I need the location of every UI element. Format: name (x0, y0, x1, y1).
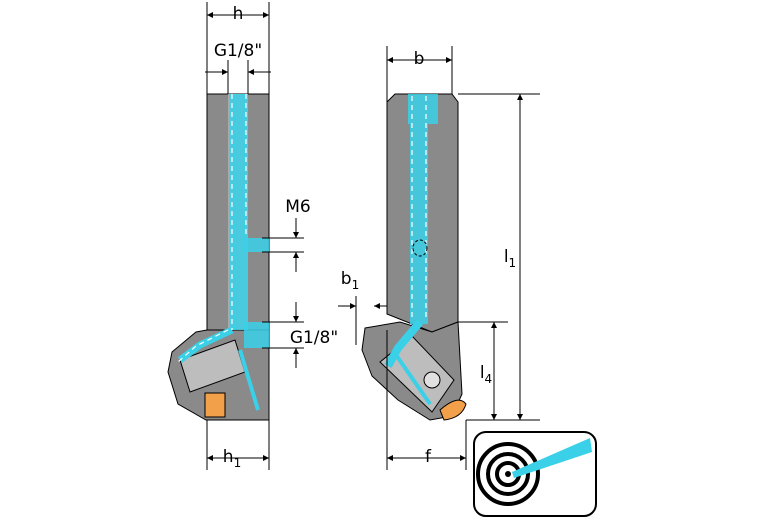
label-m6: M6 (285, 197, 310, 217)
label-b: b (414, 49, 425, 69)
insert-side (439, 399, 467, 421)
label-l1: l1 (504, 247, 516, 270)
label-g18-top: G1/8" (214, 41, 262, 61)
label-b1: b1 (341, 269, 359, 292)
label-h: h (233, 4, 244, 24)
coolant-channel-front (177, 94, 269, 411)
coolant-channel-side (384, 94, 438, 406)
side-view: b l1 l4 b1 f (338, 46, 540, 470)
label-l4: l4 (480, 363, 492, 386)
insert-front (204, 392, 226, 418)
label-f: f (425, 447, 432, 467)
coolant-target-icon (473, 431, 597, 517)
label-g18-side: G1/8" (290, 328, 338, 348)
label-h1: h1 (223, 447, 241, 470)
front-view: h G1/8" M6 G1/8" h1 (167, 2, 338, 470)
